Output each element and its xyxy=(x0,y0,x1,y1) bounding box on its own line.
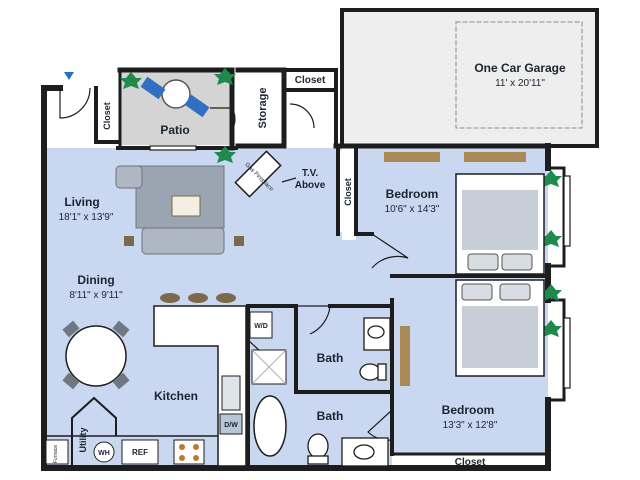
storage-floor xyxy=(240,72,282,144)
wh-label: WH xyxy=(98,450,110,457)
bedroom2-size: 13'3" x 12'8" xyxy=(443,420,498,431)
plant-icon xyxy=(540,170,562,187)
tv-above-line1: T.V. xyxy=(302,168,319,179)
bedroom1-name: Bedroom xyxy=(386,187,439,201)
side-table xyxy=(124,236,134,246)
furnace-label: Furnace xyxy=(53,445,59,464)
dresser xyxy=(384,152,440,162)
top-closet-floor xyxy=(285,72,335,88)
plant-icon xyxy=(540,320,562,337)
plants xyxy=(120,68,562,337)
refrigerator xyxy=(121,439,159,465)
storage-name: Storage xyxy=(257,88,269,129)
armchair xyxy=(115,165,143,189)
living-size: 18'1" x 13'9" xyxy=(59,212,114,223)
washer-dryer xyxy=(249,311,273,339)
dining-name: Dining xyxy=(77,273,114,287)
plant-icon xyxy=(214,146,236,163)
dresser xyxy=(464,152,526,162)
garage-floor xyxy=(342,10,597,144)
utility-closet-wall xyxy=(71,396,117,466)
plant-icon xyxy=(540,284,562,301)
plant-icon xyxy=(540,230,562,247)
closet-bed1-floor xyxy=(338,150,356,232)
left-closet-floor xyxy=(96,88,116,142)
hall-floor xyxy=(300,240,392,310)
entry-arrow-icon xyxy=(64,72,74,80)
bath-fixtures xyxy=(307,317,391,467)
desk xyxy=(400,326,410,386)
dining-size: 8'11" x 9'11" xyxy=(69,290,123,301)
water-heater xyxy=(93,441,115,463)
closet-bottom-floor xyxy=(392,454,548,466)
patio-name: Patio xyxy=(160,123,189,137)
ref-label: REF xyxy=(132,448,148,457)
beds xyxy=(384,152,545,386)
patio-furniture xyxy=(140,76,210,118)
sink xyxy=(221,375,241,411)
patio-chair xyxy=(140,76,166,100)
closet-bed1-label: Closet xyxy=(343,178,353,206)
dw-label: D/W xyxy=(224,422,238,429)
garage-name: One Car Garage xyxy=(474,61,566,75)
tv-above-line2: Above xyxy=(295,180,326,191)
dining-set xyxy=(62,320,130,390)
plant-icon xyxy=(120,72,142,89)
bedroom1-size: 10'6" x 14'3" xyxy=(385,204,440,215)
closet-top-label: Closet xyxy=(295,75,326,86)
kitchen-fixtures xyxy=(44,293,287,467)
closet-left-label: Closet xyxy=(102,102,112,130)
bedroom2-name: Bedroom xyxy=(442,403,495,417)
utility-label: Utility xyxy=(78,427,88,452)
closet-bottom-label: Closet xyxy=(455,457,486,468)
stove xyxy=(173,439,205,465)
sofa xyxy=(141,227,225,255)
windows xyxy=(149,145,571,389)
walls xyxy=(41,8,599,471)
tv-arrow xyxy=(281,177,297,183)
plant-icon xyxy=(214,68,236,85)
side-table xyxy=(234,236,244,246)
wd-label: W/D xyxy=(254,323,268,330)
coffee-table xyxy=(171,195,201,217)
furnace xyxy=(45,439,69,465)
bath1-label: Bath xyxy=(317,351,344,365)
garage-size: 11' x 20'11" xyxy=(495,78,545,89)
living-furniture xyxy=(115,165,244,255)
dishwasher xyxy=(219,413,243,435)
bathtub xyxy=(253,395,287,457)
living-name: Living xyxy=(64,195,99,209)
bath2-label: Bath xyxy=(317,409,344,423)
patio-chair xyxy=(184,94,210,118)
fireplace xyxy=(234,150,282,198)
dining-table xyxy=(65,325,127,387)
kitchen-name: Kitchen xyxy=(154,389,198,403)
